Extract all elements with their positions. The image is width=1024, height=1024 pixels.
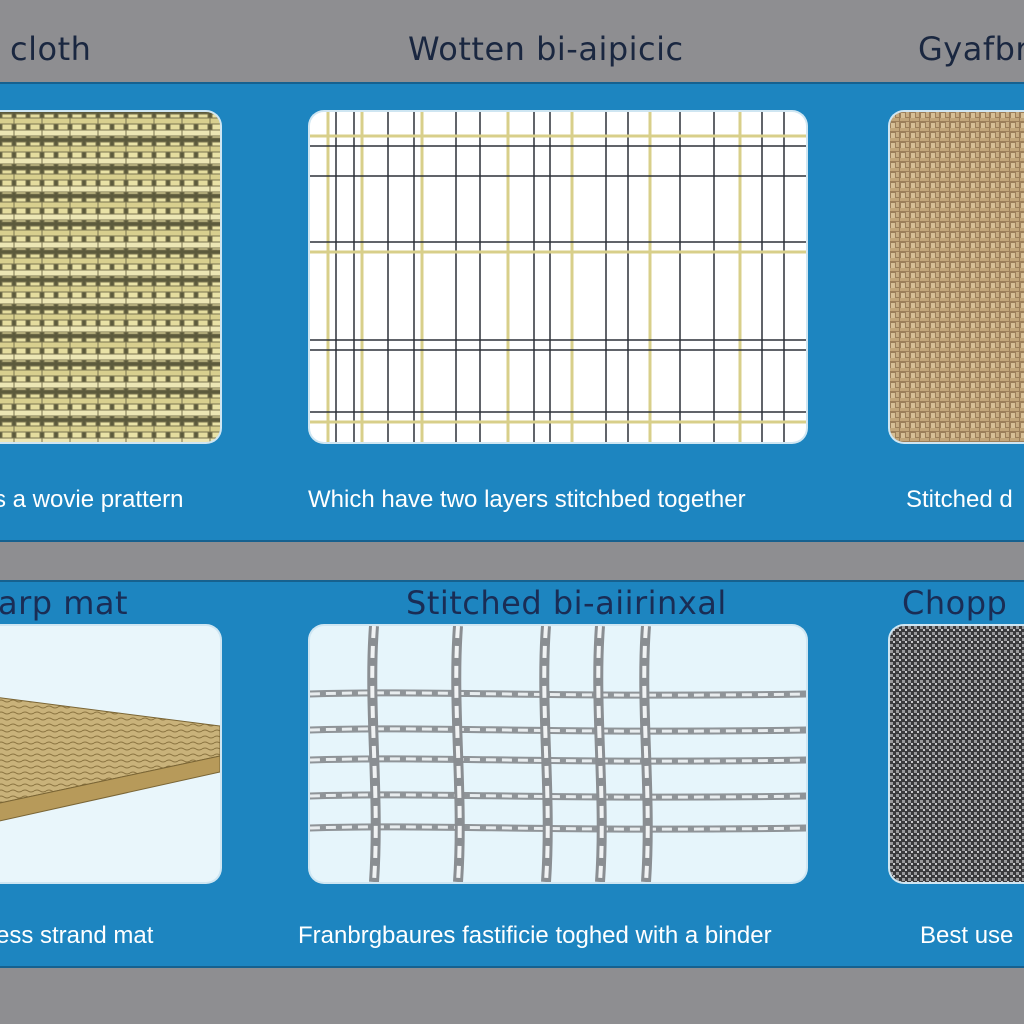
rope-vertical-highlight [642,626,650,882]
rope-horizontal-highlight [310,757,806,763]
row1-caption-left: s a wovie prattern [0,486,184,513]
strand-mat-illustration [0,697,220,822]
fabric-texture-card [890,112,1024,442]
rope-horizontal-highlight [310,793,806,799]
row2-title-right: Chopp [902,584,1008,622]
woven-biaxial-card [310,112,806,442]
bottom-band [0,968,1024,1024]
stitched-biaxial-card [310,626,806,882]
row2-caption-left: ess strand mat [0,922,154,949]
chopped-mat-illustration [890,626,1024,882]
row2-title-left: arp mat [0,584,129,622]
rope-horizontal-highlight [310,727,806,733]
woven-cloth-illustration [0,112,220,442]
row1-caption-center: Which have two layers stitchbed together [308,486,746,513]
rope-vertical-highlight [454,626,462,882]
chopped-mat-card [890,626,1024,882]
rope-vertical-highlight [542,626,550,882]
row1-title-center: Wotten bi-aipicic [408,30,684,68]
woven-cloth-card [0,112,220,442]
stitched-biaxial-illustration [310,626,806,882]
rope-horizontal-highlight [310,825,806,831]
fabric-texture-illustration [890,112,1024,442]
row1-title-band [0,0,1024,82]
woven-biaxial-illustration [310,112,806,442]
strand-mat-card [0,626,220,882]
rope-horizontal-highlight [310,691,806,697]
rope-vertical-highlight [596,626,604,882]
row-separator [0,542,1024,580]
row2-title-center: Stitched bi-aiirinxal [406,584,727,622]
row1-title-right: Gyafbr [918,30,1024,68]
row2-caption-center: Franbrgbaures fastificie toghed with a b… [298,922,772,949]
row1-title-left: cloth [10,30,92,68]
rope-vertical-highlight [370,626,378,882]
row1-caption-right: Stitched d [906,486,1013,513]
row2-caption-right: Best use [920,922,1014,949]
